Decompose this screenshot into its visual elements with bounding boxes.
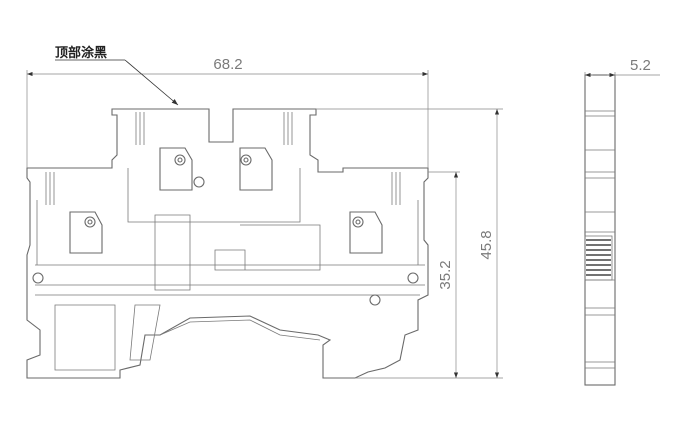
rail-channel (54, 304, 321, 371)
clamp-bottom-right (349, 211, 383, 254)
dim-thickness-text: 5.2 (630, 57, 651, 74)
front-view (26, 108, 429, 379)
side-view (584, 74, 616, 386)
dimension-thickness: 5.2 (584, 57, 660, 80)
base-rail (35, 264, 425, 296)
dim-lower-height-text: 35.2 (437, 260, 454, 289)
clamp-bottom-left (69, 211, 103, 254)
body-outline (26, 108, 429, 379)
vent-slots (45, 112, 401, 205)
pin-left (32, 272, 44, 284)
dim-total-height-text: 45.8 (478, 230, 495, 259)
annotation: 顶部涂黑 (55, 45, 179, 106)
pin-right (407, 272, 419, 284)
annotation-label: 顶部涂黑 (55, 45, 107, 61)
hole (369, 294, 381, 306)
dimension-width: 68.2 (26, 56, 429, 168)
inner-walls (36, 168, 419, 291)
test-hole (193, 176, 205, 188)
clamp-top-left (159, 147, 193, 191)
dim-width-text: 68.2 (213, 56, 242, 73)
dimension-lower-height: 35.2 (428, 171, 460, 378)
clamp-top-right (239, 147, 273, 191)
dimension-total-height: 45.8 (316, 108, 503, 379)
